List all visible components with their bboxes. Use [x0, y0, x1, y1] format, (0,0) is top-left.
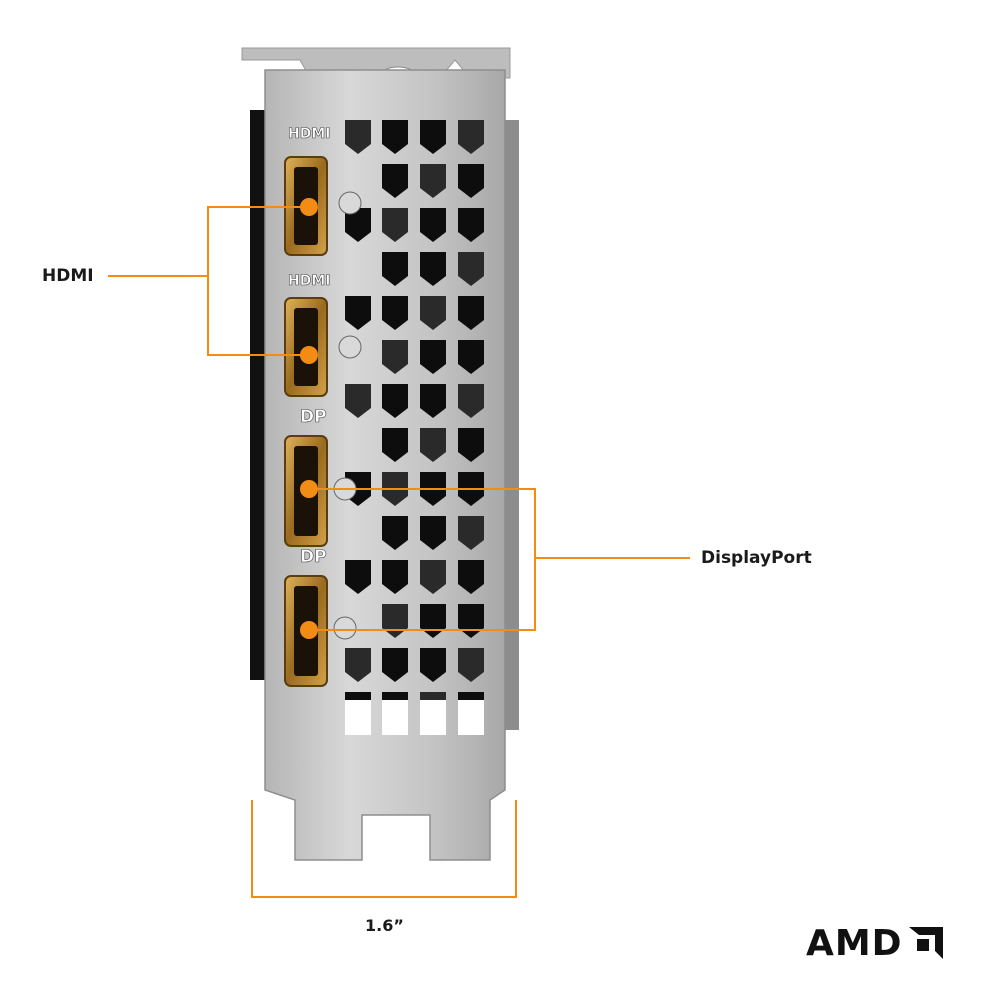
dp-port-label: DP	[300, 547, 327, 567]
vent-cutout	[458, 252, 484, 286]
vent-cutout	[458, 560, 484, 594]
vent-cutout	[420, 384, 446, 418]
vent-cutout	[420, 648, 446, 682]
vent-cutout	[420, 296, 446, 330]
screw-icon	[333, 616, 357, 640]
vent-cutout	[458, 384, 484, 418]
vent-cutout	[420, 700, 446, 735]
vent-cutout	[382, 164, 408, 198]
vent-cutout	[458, 648, 484, 682]
vent-cutout	[345, 700, 371, 735]
vent-cutout	[420, 164, 446, 198]
heatsink-right	[505, 120, 519, 730]
vent-cutout	[382, 428, 408, 462]
vent-cutout	[382, 208, 408, 242]
displayport-port: DP	[284, 547, 357, 687]
screw-icon	[338, 191, 362, 215]
vent-cutout	[382, 340, 408, 374]
screw-icon	[338, 335, 362, 359]
displayport-callout-lines	[309, 488, 690, 631]
vent-cutout	[458, 428, 484, 462]
vent-cutout	[420, 252, 446, 286]
bracket-width-label: 1.6”	[365, 916, 404, 935]
amd-arrow-icon	[908, 927, 943, 959]
vent-cutout	[345, 208, 371, 242]
vent-cutout	[382, 516, 408, 550]
amd-logo-text: AMD	[806, 922, 903, 964]
vent-cutout	[345, 648, 371, 682]
vent-cutout	[382, 648, 408, 682]
vent-cutout	[420, 120, 446, 154]
vent-cutout	[420, 340, 446, 374]
vent-cutout	[345, 384, 371, 418]
vent-cutout	[382, 120, 408, 154]
vent-cutout	[420, 560, 446, 594]
vent-cutout	[458, 700, 484, 735]
vent-cutout	[458, 296, 484, 330]
displayport-callout-label: DisplayPort	[701, 548, 812, 568]
vent-cutout	[420, 208, 446, 242]
amd-logo: AMD	[806, 922, 945, 964]
vent-cutout	[382, 296, 408, 330]
vent-cutout	[382, 700, 408, 735]
hdmi-callout-label: HDMI	[42, 266, 94, 286]
vent-cutout	[382, 252, 408, 286]
hdmi-callout-lines	[108, 206, 309, 356]
vent-cutout	[345, 560, 371, 594]
vent-cutout	[420, 516, 446, 550]
vent-cutout	[458, 340, 484, 374]
vent-cutout	[458, 516, 484, 550]
vent-cutout	[345, 296, 371, 330]
hdmi-port-label: HDMI	[288, 126, 330, 142]
hdmi-port: HDMI	[284, 273, 362, 397]
width-dimension-lines	[251, 800, 517, 898]
vent-cutout	[458, 208, 484, 242]
vent-cutout	[345, 120, 371, 154]
vent-cutout	[420, 428, 446, 462]
vent-cutout	[382, 560, 408, 594]
vent-cutout	[382, 384, 408, 418]
vent-cutout	[458, 120, 484, 154]
dp-port-label: DP	[300, 407, 327, 427]
vent-grid	[345, 120, 484, 735]
hdmi-port-label: HDMI	[288, 273, 330, 289]
vent-cutout	[458, 164, 484, 198]
